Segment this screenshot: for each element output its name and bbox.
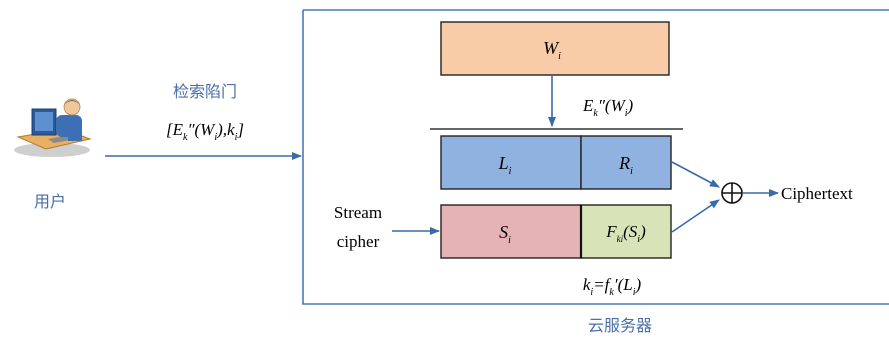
fki-box: [580, 204, 672, 259]
ri-to-xor-arrow: [671, 161, 720, 188]
stream-cipher-line2: cipher: [337, 232, 380, 251]
cloud-server-label: 云服务器: [588, 316, 652, 335]
trapdoor-title: 检索陷门: [173, 82, 237, 101]
ki-label: ki=fk′(Li): [583, 275, 642, 298]
ciphertext-label: Ciphertext: [781, 184, 853, 203]
fki-to-xor-arrow: [671, 199, 720, 233]
user-computer-icon: [14, 98, 92, 157]
fki-label: Fki(Si): [605, 222, 646, 245]
wi-box: [440, 21, 670, 76]
cloud-server-frame: [302, 9, 889, 305]
li-box: [440, 135, 582, 190]
encrypted-word-label: Ek″(Wi): [582, 96, 634, 119]
xor-icon: [721, 182, 743, 204]
trapdoor-formula: [Ek″(Wi),ki]: [166, 120, 244, 143]
ri-label: Ri: [618, 153, 633, 177]
si-box: [440, 204, 582, 259]
ri-box: [580, 135, 672, 190]
stream-cipher-line1: Stream: [334, 203, 382, 222]
wi-label: Wi: [543, 38, 561, 62]
si-label: Si: [499, 222, 511, 246]
user-label: 用户: [34, 192, 66, 211]
li-label: Li: [498, 153, 512, 177]
